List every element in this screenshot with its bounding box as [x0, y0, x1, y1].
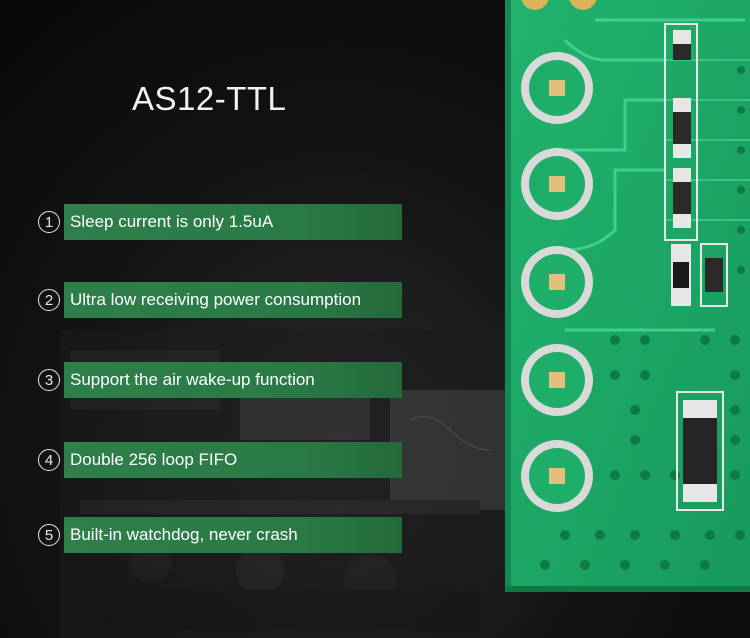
- feature-item-4: 4 Double 256 loop FIFO: [38, 440, 402, 480]
- feature-item-2: 2 Ultra low receiving power consumption: [38, 280, 402, 320]
- feature-number-badge: 4: [38, 449, 60, 471]
- feature-text-bar: Double 256 loop FIFO: [64, 442, 402, 478]
- feature-number-badge: 3: [38, 369, 60, 391]
- product-title: AS12-TTL: [132, 80, 287, 117]
- feature-text-bar: Sleep current is only 1.5uA: [64, 204, 402, 240]
- feature-number-badge: 5: [38, 524, 60, 546]
- pcb-module-image: [505, 0, 750, 592]
- feature-number-badge: 2: [38, 289, 60, 311]
- feature-text-bar: Support the air wake-up function: [64, 362, 402, 398]
- feature-text-bar: Ultra low receiving power consumption: [64, 282, 402, 318]
- feature-text-bar: Built-in watchdog, never crash: [64, 517, 402, 553]
- feature-item-5: 5 Built-in watchdog, never crash: [38, 515, 402, 555]
- feature-number-badge: 1: [38, 211, 60, 233]
- feature-item-3: 3 Support the air wake-up function: [38, 360, 402, 400]
- feature-item-1: 1 Sleep current is only 1.5uA: [38, 202, 402, 242]
